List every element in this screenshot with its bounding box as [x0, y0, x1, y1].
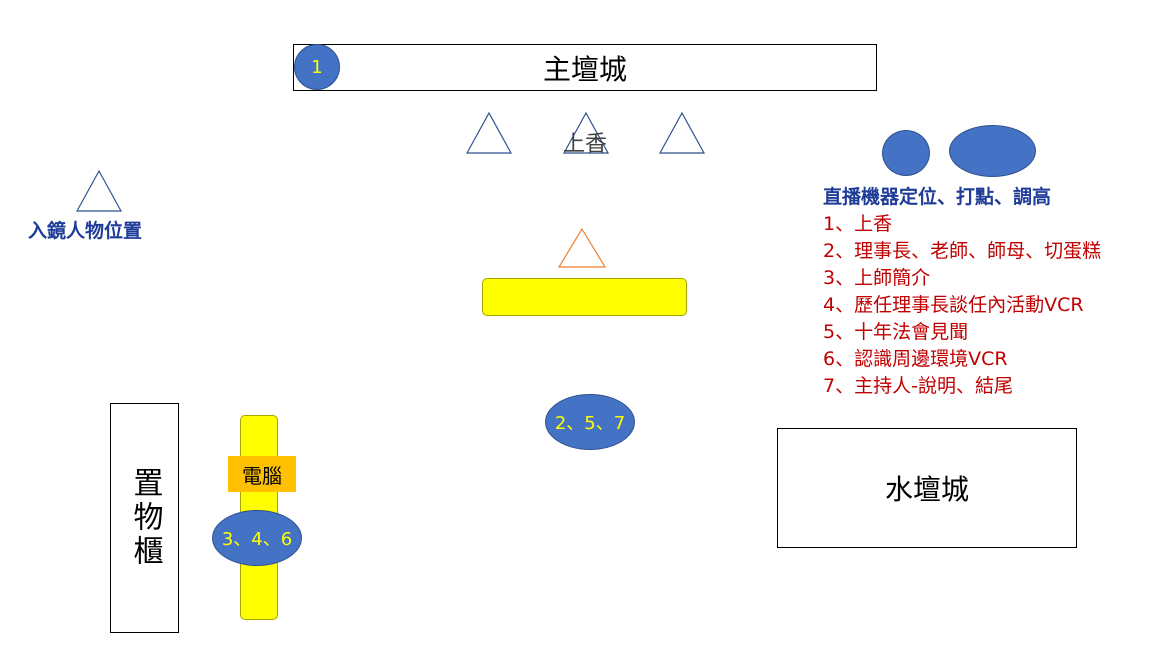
camera-large-circle: [949, 125, 1036, 177]
marker-1-label: 1: [311, 56, 323, 78]
person-position-label: 入鏡人物位置: [28, 220, 143, 242]
water-altar-label: 水壇城: [884, 473, 969, 506]
position-triangle-right: [659, 112, 705, 154]
person-position-triangle: [76, 170, 122, 212]
locker-box: 置物櫃: [110, 403, 179, 633]
legend-item: 3、上師簡介: [823, 267, 931, 289]
legend-item: 5、十年法會見聞: [823, 321, 969, 343]
position-triangle-center: [563, 112, 609, 154]
legend-item: 2、理事長、老師、師母、切蛋糕: [823, 240, 1102, 262]
locker-label: 置物櫃: [127, 467, 163, 569]
legend-title: 直播機器定位、打點、調高: [823, 186, 1052, 208]
computer-label: 電腦: [242, 463, 282, 488]
legend-item: 1、上香: [823, 213, 893, 235]
incense-label: 上香: [562, 132, 607, 157]
legend-item: 4、歷任理事長談任內活動VCR: [823, 294, 1084, 316]
position-triangle-left: [466, 112, 512, 154]
main-altar-box: 主壇城: [293, 44, 877, 91]
shot-list-legend: 直播機器定位、打點、調高 1、上香 2、理事長、老師、師母、切蛋糕 3、上師簡介…: [823, 184, 1101, 400]
marker-2-5-7-label: 2、5、7: [554, 413, 626, 434]
yellow-table: [482, 278, 687, 316]
host-position-triangle: [558, 228, 606, 268]
camera-small-circle: [882, 130, 930, 176]
main-altar-label: 主壇城: [542, 52, 627, 86]
marker-3-4-6-label: 3、4、6: [221, 529, 293, 550]
marker-3-4-6-circle: 3、4、6: [212, 510, 302, 566]
marker-1-circle: 1: [294, 44, 340, 90]
marker-2-5-7-circle: 2、5、7: [545, 394, 635, 450]
legend-item: 7、主持人-說明、結尾: [823, 375, 1013, 397]
computer-box: 電腦: [228, 456, 296, 492]
water-altar-box: 水壇城: [777, 428, 1077, 548]
legend-item: 6、認識周邊環境VCR: [823, 348, 1008, 370]
